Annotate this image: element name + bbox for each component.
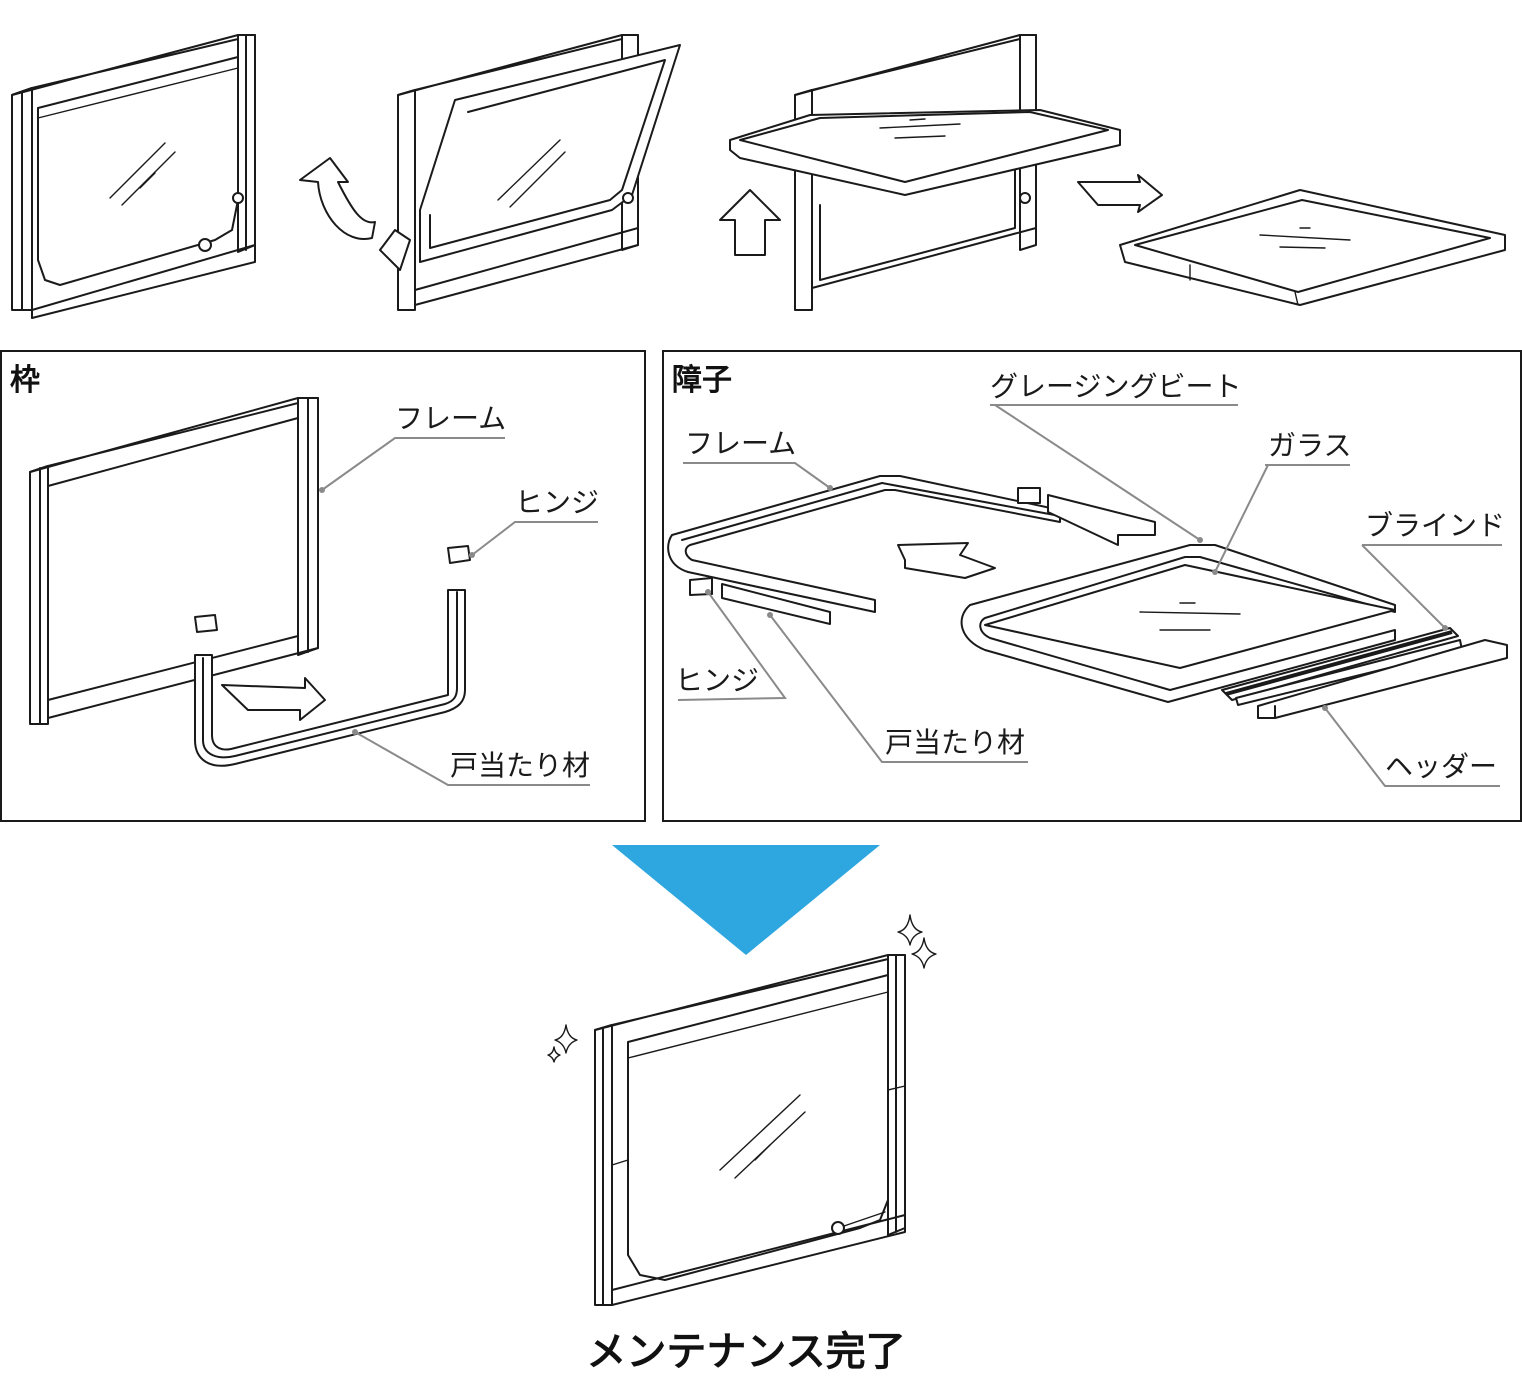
label-hinge: ヒンジ [515, 486, 599, 519]
blind-part [1221, 627, 1463, 706]
completed-window [594, 954, 906, 1306]
label-frame: フレーム [395, 402, 506, 435]
sash-frame-part [667, 475, 1061, 613]
lift-arrow-icon [719, 189, 781, 256]
label-header: ヘッダー [1385, 750, 1497, 783]
door-stop-part [194, 589, 466, 767]
down-arrow-icon [612, 845, 880, 955]
panel-frame: 枠 フレーム ヒンジ 戸当たり材 [0, 350, 646, 822]
step2-sash-opening [379, 34, 681, 311]
panel-frame-title: 枠 [10, 363, 40, 398]
sparkle-icon [547, 914, 937, 1063]
label-glazing-bead: グレージングビート [990, 370, 1241, 403]
sash-door-stop-part [721, 494, 1156, 625]
sash-arrow-icon [897, 542, 996, 579]
step3-sash-lifting [729, 34, 1121, 311]
panel-sash-title: 障子 [672, 363, 732, 398]
slide-arrow-icon [1077, 174, 1163, 213]
hinge-part [194, 545, 471, 633]
step4-sash-removed [1119, 189, 1506, 306]
rotate-arrow-icon [299, 157, 376, 241]
panel-sash: 障子 [662, 350, 1522, 822]
step1-window-closed [11, 34, 256, 319]
header-part [1257, 639, 1508, 719]
frame-arrow-icon [221, 677, 326, 721]
label-door-stop: 戸当たり材 [450, 749, 590, 782]
frame-part-drawing [29, 397, 319, 725]
completion-caption: メンテナンス完了 [586, 1329, 905, 1375]
glass-assembly [960, 544, 1396, 703]
label-glass: ガラス [1268, 429, 1351, 462]
label-sash-door-stop: 戸当たり材 [885, 726, 1025, 759]
label-blind: ブラインド [1365, 509, 1505, 542]
label-sash-frame: フレーム [685, 427, 796, 460]
label-sash-hinge: ヒンジ [675, 664, 759, 697]
